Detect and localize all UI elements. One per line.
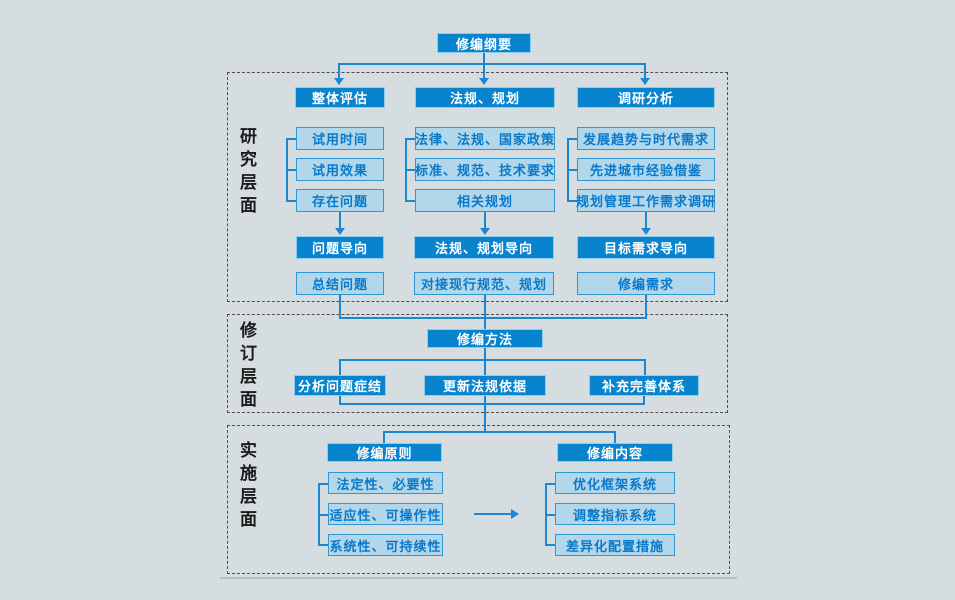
item-box: 先进城市经验借鉴 xyxy=(577,158,715,181)
connector-line xyxy=(484,295,486,319)
action-box: 分析问题症结 xyxy=(294,375,386,396)
connector-line xyxy=(338,63,340,78)
connector-line xyxy=(484,348,486,361)
item-box: 存在问题 xyxy=(296,189,384,212)
direction-box: 目标需求导向 xyxy=(577,236,715,259)
connector-line xyxy=(339,317,647,319)
arrowhead-down xyxy=(479,78,489,85)
connector-line xyxy=(339,63,646,65)
connector-line xyxy=(339,396,341,405)
connector-line xyxy=(339,295,341,319)
item-box: 调整指标系统 xyxy=(555,503,675,525)
bracket-line xyxy=(545,483,555,485)
arrowhead-down xyxy=(641,228,651,235)
header-regulations-planning: 法规、规划 xyxy=(415,87,555,108)
direction-box: 问题导向 xyxy=(296,236,384,259)
method-box: 修编方法 xyxy=(427,329,543,348)
research-layer-region xyxy=(227,72,728,302)
bracket-line xyxy=(405,138,415,140)
bottom-divider xyxy=(220,577,737,579)
connector-line xyxy=(484,396,486,405)
item-box: 试用效果 xyxy=(296,158,384,181)
arrowhead-right xyxy=(511,509,519,519)
direction-box: 法规、规划导向 xyxy=(414,236,554,259)
connector-line xyxy=(614,431,616,443)
connector-line xyxy=(645,212,647,229)
bracket-line xyxy=(545,514,555,516)
connector-line xyxy=(484,403,486,433)
item-box: 相关规划 xyxy=(415,189,555,212)
title-box: 修编纲要 xyxy=(437,33,531,53)
connector-line xyxy=(644,359,646,375)
item-box: 标准、规范、技术要求 xyxy=(415,158,555,181)
bracket-line xyxy=(545,544,555,546)
connector-line xyxy=(339,403,645,405)
arrowhead-down xyxy=(480,228,490,235)
connector-line xyxy=(339,212,341,229)
connector-line xyxy=(484,359,486,375)
summary-box: 对接现行规范、规划 xyxy=(414,272,554,295)
item-box: 试用时间 xyxy=(296,127,384,150)
connector-line xyxy=(484,212,486,229)
arrowhead-down xyxy=(640,78,650,85)
bracket-line xyxy=(286,138,296,140)
item-box: 规划管理工作需求调研 xyxy=(576,189,715,212)
summary-box: 总结问题 xyxy=(296,272,384,295)
research-layer-label: 研究层面 xyxy=(237,127,256,219)
item-box: 适应性、可操作性 xyxy=(328,503,443,525)
bracket-line xyxy=(405,200,415,202)
connector-line xyxy=(383,431,385,443)
connector-line xyxy=(384,431,616,433)
item-box: 优化框架系统 xyxy=(555,472,675,494)
implementation-layer-region xyxy=(227,425,730,574)
connector-line xyxy=(339,359,646,361)
bracket-line xyxy=(318,483,328,485)
connector-line xyxy=(645,295,647,319)
item-box: 法定性、必要性 xyxy=(328,472,443,494)
revision-layer-label: 修订层面 xyxy=(237,321,256,413)
bracket-line xyxy=(567,200,577,202)
bracket-line xyxy=(567,169,577,171)
action-box: 补充完善体系 xyxy=(589,375,699,396)
connector-line xyxy=(474,513,511,515)
header-research-analysis: 调研分析 xyxy=(577,87,715,108)
connector-line xyxy=(339,359,341,375)
connector-line xyxy=(644,63,646,78)
header-overall-evaluation: 整体评估 xyxy=(295,87,385,108)
item-box: 法律、法规、国家政策 xyxy=(415,127,555,150)
connector-line xyxy=(483,53,485,78)
summary-box: 修编需求 xyxy=(577,272,715,295)
item-box: 差异化配置措施 xyxy=(555,534,675,556)
bracket-line xyxy=(405,169,415,171)
connector-line xyxy=(643,396,645,405)
header-revision-contents: 修编内容 xyxy=(557,443,673,462)
arrowhead-down xyxy=(335,228,345,235)
bracket-line xyxy=(286,200,296,202)
header-revision-principles: 修编原则 xyxy=(327,443,442,462)
implementation-layer-label: 实施层面 xyxy=(237,441,256,533)
revision-layer-region xyxy=(227,314,728,413)
bracket-line xyxy=(286,169,296,171)
item-box: 系统性、可持续性 xyxy=(328,534,443,556)
action-box: 更新法规依据 xyxy=(424,375,546,396)
bracket-line xyxy=(318,544,328,546)
connector-line xyxy=(484,317,486,329)
bracket-line xyxy=(318,514,328,516)
bracket-line xyxy=(567,138,577,140)
item-box: 发展趋势与时代需求 xyxy=(577,127,715,150)
arrowhead-down xyxy=(334,78,344,85)
